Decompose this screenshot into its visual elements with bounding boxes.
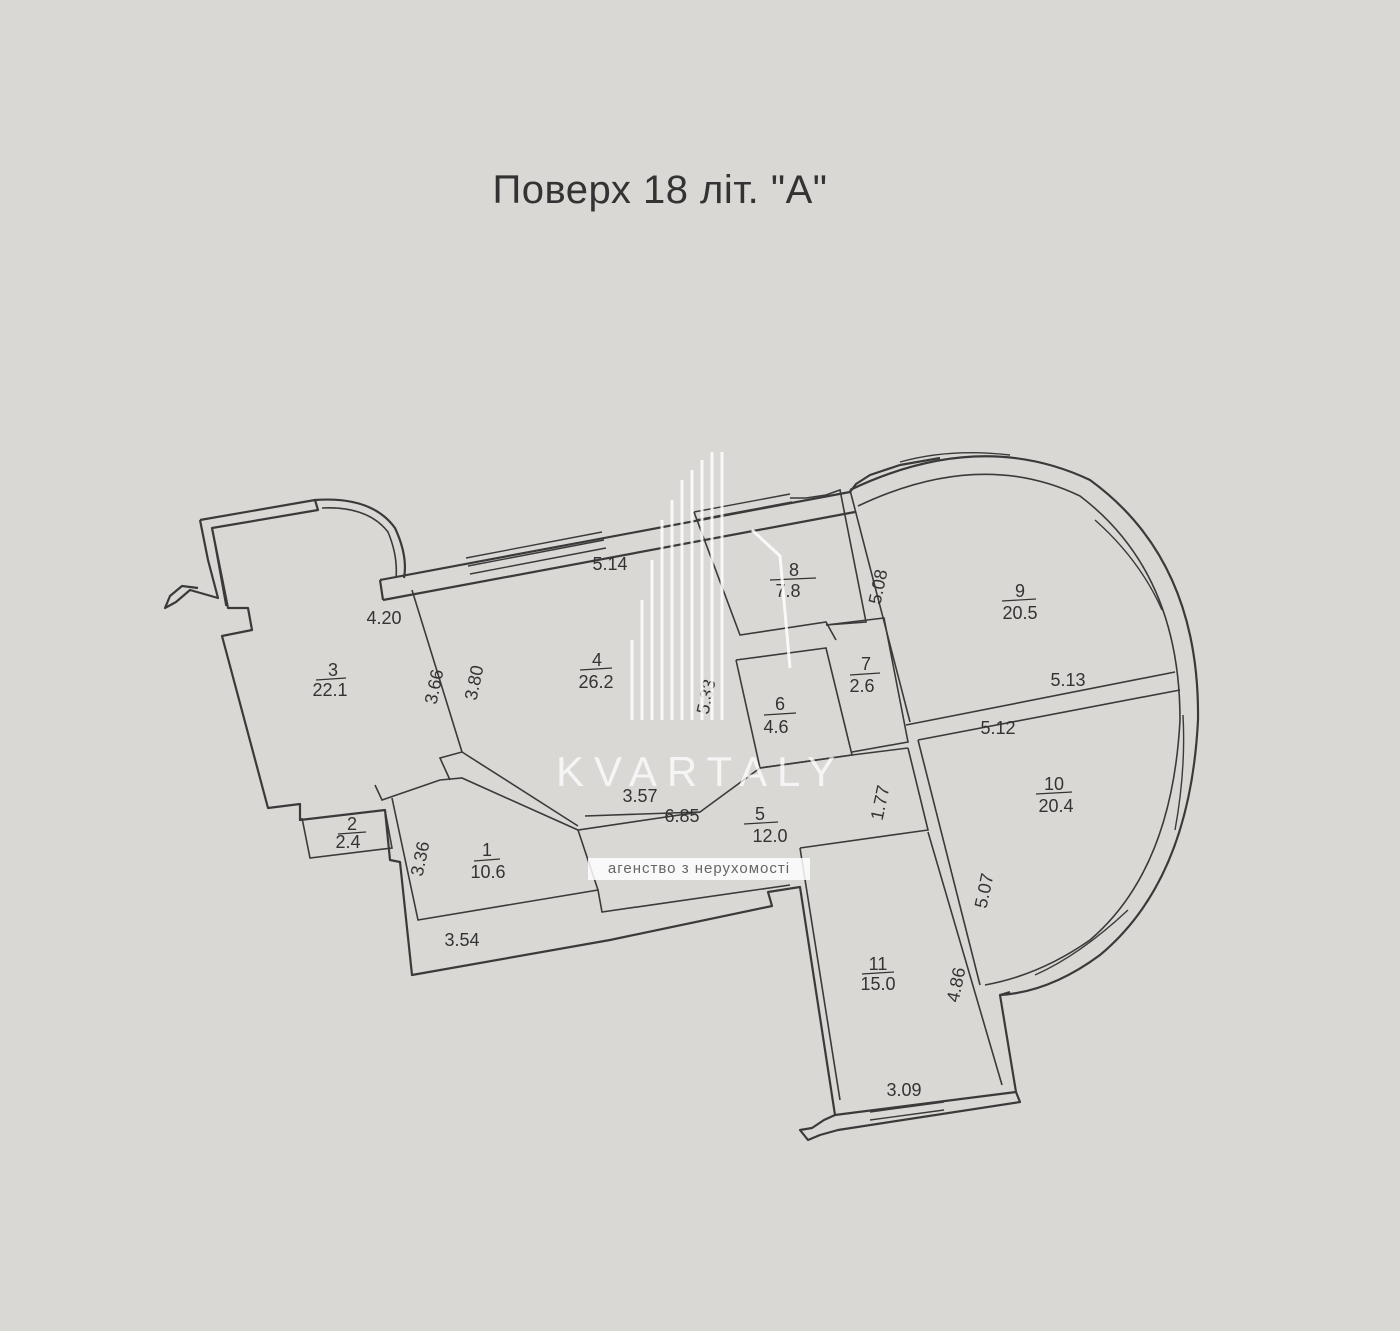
dim-5-33: 5.33 — [693, 678, 720, 716]
dim-5-12: 5.12 — [980, 718, 1015, 738]
window-10-a — [1174, 714, 1185, 831]
room-label-2: 2 2.4 — [335, 814, 367, 852]
wall-room-7 — [825, 617, 909, 753]
wall-10-left — [917, 739, 981, 986]
dim-4-20: 4.20 — [366, 608, 401, 628]
window-4-c — [469, 547, 607, 575]
entrance-marker — [798, 1091, 1022, 1142]
wall-corridor-top — [584, 747, 909, 817]
room-label-4: 4 26.2 — [578, 650, 613, 692]
svg-text:20.5: 20.5 — [1002, 603, 1037, 623]
room-label-1: 1 10.6 — [470, 840, 505, 882]
room-label-8: 8 7.8 — [769, 560, 817, 601]
dim-5-14: 5.14 — [592, 554, 627, 574]
window-11-b — [869, 1109, 945, 1121]
room-label-10: 10 20.4 — [1035, 774, 1074, 816]
window-9-a — [899, 451, 1011, 463]
room-label-5: 5 12.0 — [743, 804, 788, 846]
svg-text:22.1: 22.1 — [312, 680, 347, 700]
svg-text:10: 10 — [1044, 774, 1064, 794]
wall-1-top — [374, 777, 701, 831]
window-9-b — [1094, 519, 1163, 611]
room-labels: 1 10.6 2 2.4 3 22.1 4 26.2 5 — [312, 560, 1073, 994]
window-4-b — [467, 539, 605, 567]
room-label-9: 9 20.5 — [1001, 581, 1038, 623]
dim-3-36: 3.36 — [407, 840, 434, 878]
dim-6-85: 6.85 — [664, 806, 699, 826]
svg-text:7.8: 7.8 — [775, 581, 800, 601]
outer-walls — [163, 455, 1200, 1142]
dim-3-54: 3.54 — [444, 930, 479, 950]
room-label-11: 11 15.0 — [860, 954, 895, 994]
svg-text:20.4: 20.4 — [1038, 796, 1073, 816]
svg-text:3: 3 — [328, 660, 338, 680]
wall-room-8 — [693, 511, 837, 641]
svg-text:2: 2 — [347, 814, 357, 834]
wall-left-inner — [211, 527, 227, 607]
floor-title: Поверх 18 літ. "А" — [492, 168, 828, 212]
wall-top-strip-end — [378, 579, 385, 601]
wall-semicircle-inner — [857, 473, 1181, 986]
wall-room-8-right — [790, 488, 867, 626]
wall-9-10-b — [917, 689, 1181, 741]
room-label-7: 7 2.6 — [849, 654, 881, 696]
wall-room-2 — [301, 809, 393, 859]
wall-3-4 — [411, 589, 464, 781]
watermark-brand: KVARTALY — [556, 748, 846, 795]
watermark-logo-bars — [630, 452, 792, 720]
window-11-a — [869, 1101, 945, 1113]
dim-1-77: 1.77 — [867, 784, 894, 822]
dim-3-80: 3.80 — [461, 664, 488, 702]
svg-text:2.4: 2.4 — [335, 832, 360, 852]
dim-3-66: 3.66 — [421, 668, 448, 706]
wall-4-diag — [461, 751, 579, 827]
wall-top-strip-2 — [382, 510, 856, 602]
wall-balcony-arc-inner — [321, 507, 398, 579]
svg-text:4: 4 — [592, 650, 602, 670]
window-4-a — [465, 531, 603, 559]
room-label-6: 6 4.6 — [763, 694, 797, 737]
svg-text:5: 5 — [755, 804, 765, 824]
dim-5-07: 5.07 — [971, 872, 998, 910]
wall-semicircle-outer — [849, 455, 1200, 997]
svg-text:1: 1 — [482, 840, 492, 860]
svg-text:12.0: 12.0 — [752, 826, 787, 846]
dim-5-13: 5.13 — [1050, 670, 1085, 690]
svg-text:2.6: 2.6 — [849, 676, 874, 696]
svg-text:8: 8 — [789, 560, 799, 580]
svg-text:7: 7 — [861, 654, 871, 674]
window-8-b — [695, 501, 793, 521]
svg-text:11: 11 — [869, 954, 888, 974]
wall-corridor-right — [799, 747, 929, 849]
svg-text:15.0: 15.0 — [860, 974, 895, 994]
dimension-labels: 5.14 4.20 3.66 3.80 5.33 5.08 5.13 5.12 … — [366, 554, 1085, 1100]
svg-text:4.6: 4.6 — [763, 717, 788, 737]
dim-3-09: 3.09 — [886, 1080, 921, 1100]
wall-left-outer — [199, 498, 1018, 1117]
window-10-b — [1034, 909, 1129, 976]
wall-room-11-right — [927, 831, 1003, 1086]
svg-text:9: 9 — [1015, 581, 1025, 601]
wall-9-10 — [905, 671, 1176, 726]
watermark-tagline: агенство з нерухомості — [588, 858, 810, 880]
wall-top-strip — [379, 456, 941, 582]
svg-text:10.6: 10.6 — [470, 862, 505, 882]
dim-4-86: 4.86 — [943, 966, 970, 1004]
wall-room-11-left — [799, 847, 841, 1101]
wall-9-left — [849, 489, 911, 723]
svg-text:26.2: 26.2 — [578, 672, 613, 692]
window-8-a — [693, 493, 791, 513]
wall-left-outer-2 — [163, 519, 220, 610]
dim-5-08: 5.08 — [865, 568, 892, 606]
svg-text:6: 6 — [775, 694, 785, 714]
wall-balcony-arc — [314, 498, 407, 579]
dim-3-57: 3.57 — [622, 786, 657, 806]
room-label-3: 3 22.1 — [312, 660, 347, 700]
wall-corridor-bottom — [597, 884, 791, 913]
